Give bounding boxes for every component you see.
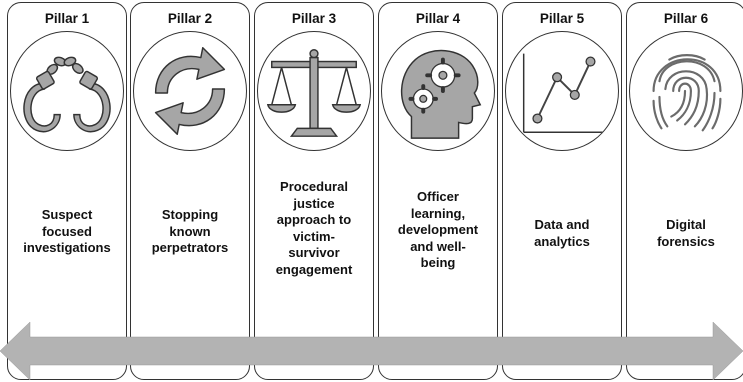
pillar-description: Officer learning, development and well- … (383, 189, 493, 272)
desc-line: Data and (534, 217, 590, 232)
pillar-description: Stopping known perpetrators (135, 207, 245, 257)
desc-line: and well- (410, 238, 466, 254)
desc-line: forensics (657, 233, 715, 249)
head-gears-icon (381, 31, 495, 151)
cycle-arrows-icon (133, 31, 247, 151)
double-headed-arrow-icon (0, 321, 743, 381)
pillar-3-card: Pillar 3 Procedural justice approach to … (254, 2, 374, 380)
pillar-1-card: Pillar 1 Suspect focused investigations (7, 2, 127, 380)
pillar-title: Pillar 3 (291, 11, 337, 26)
desc-line: being (420, 255, 456, 270)
handcuffs-icon (10, 31, 124, 151)
desc-line: focused (42, 223, 92, 239)
desc-line: victim- (293, 228, 335, 244)
pillar-title: Pillar 2 (167, 11, 213, 26)
desc-line: perpetrators (151, 240, 229, 255)
pillar-description: Suspect focused investigations (12, 207, 122, 257)
pillar-description: Data and analytics (507, 217, 617, 250)
scales-of-justice-icon (257, 31, 371, 151)
pillar-description: Digital forensics (631, 217, 741, 250)
pillar-title: Pillar 1 (44, 11, 90, 26)
pillar-title: Pillar 5 (539, 11, 585, 26)
desc-line: Digital (666, 217, 706, 232)
desc-line: learning, (410, 205, 466, 221)
desc-line: justice (293, 195, 335, 211)
desc-line: Officer (417, 189, 459, 204)
desc-line: Procedural (280, 179, 348, 194)
desc-line: approach to (276, 212, 352, 227)
fingerprint-icon (629, 31, 743, 151)
pillar-title: Pillar 6 (663, 11, 709, 26)
line-chart-icon (505, 31, 619, 151)
desc-line: engagement (275, 261, 353, 277)
pillar-2-card: Pillar 2 Stopping known perpetrators (130, 2, 250, 380)
pillar-5-card: Pillar 5 Data and analytics (502, 2, 622, 380)
desc-line: Suspect (41, 207, 93, 222)
desc-line: analytics (534, 233, 590, 249)
desc-line: known (169, 223, 211, 239)
pillar-title: Pillar 4 (415, 11, 461, 26)
pillar-description: Procedural justice approach to victim- s… (259, 179, 369, 278)
desc-line: development (397, 222, 479, 237)
desc-line: investigations (23, 240, 111, 255)
pillar-6-card: Pillar 6 Digital forensics (626, 2, 743, 380)
desc-line: survivor (288, 245, 340, 260)
pillar-4-card: Pillar 4 Officer learning, development a… (378, 2, 498, 380)
desc-line: Stopping (161, 207, 219, 222)
